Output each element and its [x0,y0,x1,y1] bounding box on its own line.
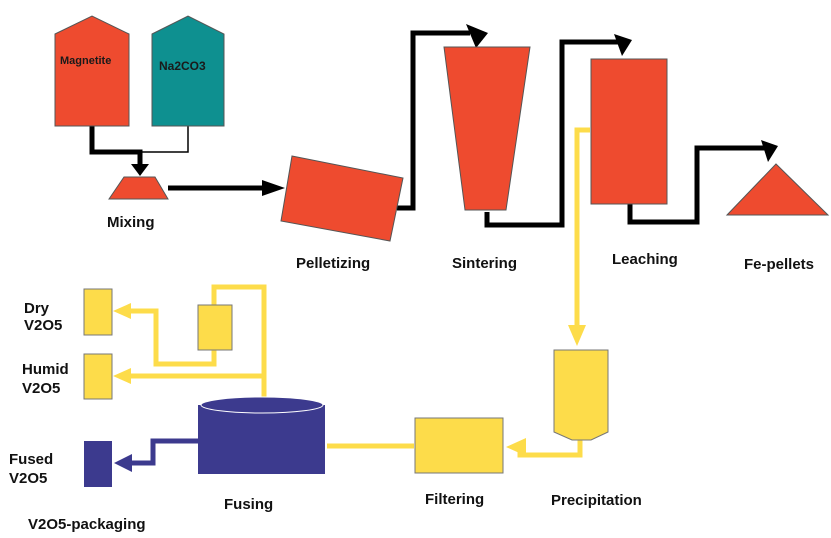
humid-v2o5-label-line1: Humid [22,361,69,378]
fusing-label: Fusing [224,496,273,513]
arrowhead-dry-v2o5 [113,303,131,319]
fusing-furnace-top [200,396,324,414]
dryer-unit [197,304,233,351]
flow-dryer-to-dry-v2o5 [125,308,217,367]
humid-v2o5-label-line2: V2O5 [22,380,60,397]
flow-pelletizing-to-sintering [397,30,470,211]
flow-fusing-loop-top [211,284,267,398]
arrowhead-pelletizing [262,180,285,196]
arrowhead-fe-pellets [761,140,778,162]
flow-leaching-to-precipitation [574,127,590,330]
dry-v2o5-bin [83,288,113,336]
iron-flow-lines [89,30,766,228]
flow-magnetite-to-mixing [89,126,143,168]
flow-leaching-to-fe-pellets [627,145,766,225]
pelletizing-label: Pelletizing [296,255,370,272]
flow-na2co3-to-mixing [140,126,189,153]
v2o5-packaging-label: V2O5-packaging [28,516,146,533]
magnetite-label: Magnetite [60,55,111,67]
sintering-label: Sintering [452,255,517,272]
na2co3-label: Na2CO3 [159,59,206,73]
arrowhead-leaching [614,34,632,56]
magnetite-silo [54,15,130,127]
mixing-label: Mixing [107,214,155,231]
arrowhead-filtering [506,438,526,456]
arrowhead-mixing [131,164,149,176]
sintering-furnace [443,46,531,211]
iron-flow-arrowheads [131,24,778,196]
leaching-tank [590,58,668,205]
precipitation-tank [553,349,609,441]
precipitation-label: Precipitation [551,492,642,509]
arrowhead-precipitation [568,325,586,346]
vanadium-flow-lines [125,127,590,458]
fe-pellets-label: Fe-pellets [744,256,814,273]
fused-v2o5-bin [84,441,112,487]
pelletizing-drum [280,155,404,242]
fused-v2o5-label-line2: V2O5 [9,470,47,487]
flow-sintering-to-leaching [484,39,620,228]
na2co3-silo [151,15,225,127]
arrowhead-humid-v2o5 [113,368,131,384]
fe-pellets-pile [725,163,830,216]
flow-fusing-to-fused-v2o5 [130,438,200,466]
arrowhead-fused-v2o5 [114,454,132,472]
humid-v2o5-bin [83,353,113,400]
fusing-furnace-body [198,405,325,474]
arrowhead-sintering [466,24,488,48]
leaching-label: Leaching [612,251,678,268]
filtering-unit [414,417,504,474]
dry-v2o5-label-line1: Dry [24,300,50,317]
fused-v2o5-label-line1: Fused [9,451,53,468]
filtering-label: Filtering [425,491,484,508]
dry-v2o5-label-line2: V2O5 [24,317,62,334]
mixing-vessel [108,176,169,200]
vanadium-flow-arrowheads [113,303,586,456]
